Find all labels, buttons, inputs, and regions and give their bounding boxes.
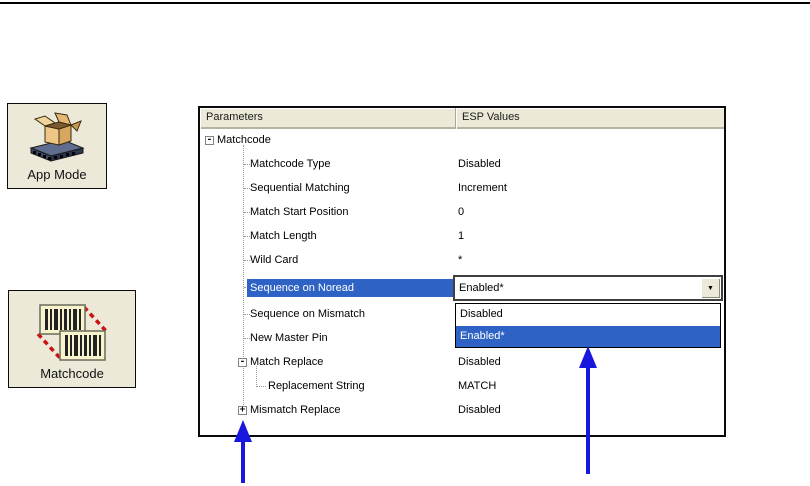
tree-row-label: Replacement String — [268, 380, 365, 392]
tree-row-label: Sequence on Mismatch — [250, 308, 365, 320]
app-mode-button[interactable]: App Mode — [7, 103, 107, 189]
tree-connector — [244, 260, 250, 261]
tree-row-match-start-position[interactable]: Match Start Position 0 — [200, 201, 724, 225]
parameters-panel: Parameters ESP Values - Matchcode Matchc… — [198, 106, 726, 437]
tree-row-replacement-string[interactable]: Replacement String MATCH — [200, 375, 724, 399]
tree-row-new-master-pin[interactable]: New Master Pin — [200, 327, 724, 351]
tree-row-label: Mismatch Replace — [250, 404, 341, 416]
tree-row-value: * — [458, 254, 463, 266]
tree-row-sequence-on-noread[interactable]: Sequence on Noread — [200, 273, 724, 303]
expand-plus-icon[interactable]: + — [238, 405, 247, 415]
sequence-on-noread-combobox[interactable]: Enabled* ▼ — [453, 275, 723, 301]
tree-row-wild-card[interactable]: Wild Card * — [200, 249, 724, 273]
selected-row-label: Sequence on Noread — [247, 279, 456, 297]
tree-connector — [256, 386, 266, 387]
tree-row-matchcode-type[interactable]: Matchcode Type Disabled — [200, 153, 724, 177]
column-header-parameters[interactable]: Parameters — [200, 108, 456, 129]
matchcode-button[interactable]: Matchcode — [8, 290, 136, 388]
expand-minus-icon[interactable]: - — [205, 135, 214, 145]
dropdown-option-disabled[interactable]: Disabled — [456, 304, 720, 325]
tree-row-label: Matchcode Type — [250, 158, 331, 170]
matchcode-barcodes-icon — [33, 302, 111, 367]
panel-header-row: Parameters ESP Values — [200, 108, 724, 129]
tree-row-matchcode[interactable]: - Matchcode — [200, 129, 724, 153]
annotation-arrow-dropdown-stem — [586, 368, 590, 474]
tree-row-match-length[interactable]: Match Length 1 — [200, 225, 724, 249]
tree-row-value: Increment — [458, 182, 507, 194]
dropdown-option-enabled[interactable]: Enabled* — [456, 326, 720, 347]
tree-row-value: 1 — [458, 230, 465, 242]
tree-row-value: Disabled — [458, 404, 501, 416]
tree-row-value: Disabled — [458, 158, 501, 170]
tree-row-sequence-on-mismatch[interactable]: Sequence on Mismatch — [200, 303, 724, 327]
annotation-arrow-expand-icon — [234, 420, 252, 442]
tree-row-value: 0 — [458, 206, 465, 218]
app-mode-button-label: App Mode — [27, 167, 87, 182]
tree-connector — [244, 188, 250, 189]
tree-connector — [244, 164, 250, 165]
tree-connector — [244, 212, 250, 213]
tree-row-label: Sequential Matching — [250, 182, 350, 194]
annotation-arrow-expand-stem — [241, 442, 245, 483]
tree-row-value: Disabled — [458, 356, 501, 368]
tree-row-label: Match Start Position — [250, 206, 349, 218]
tree-guide-line — [243, 145, 244, 411]
tree-row-label: Wild Card — [250, 254, 299, 266]
tree-row-label: Match Replace — [250, 356, 324, 368]
tree-connector — [244, 314, 250, 315]
top-rule — [0, 2, 810, 4]
tree-row-sequential-matching[interactable]: Sequential Matching Increment — [200, 177, 724, 201]
combobox-dropdown-button[interactable]: ▼ — [701, 278, 720, 298]
tree-guide-line-sub — [256, 366, 257, 387]
tree-row-match-replace[interactable]: - Match Replace Disabled — [200, 351, 724, 375]
tree-row-value: MATCH — [458, 380, 497, 392]
tree-connector — [244, 236, 250, 237]
tree-row-label: Matchcode — [217, 134, 271, 146]
app-mode-conveyor-box-icon — [28, 111, 86, 168]
tree-row-label: New Master Pin — [250, 332, 328, 344]
expand-minus-icon[interactable]: - — [238, 357, 247, 367]
combobox-value: Enabled* — [459, 282, 504, 294]
dropdown-arrow-icon: ▼ — [707, 284, 714, 292]
dropdown-list: Disabled Enabled* — [455, 303, 721, 348]
annotation-arrow-dropdown-icon — [579, 346, 597, 368]
tree-connector — [244, 338, 250, 339]
matchcode-button-label: Matchcode — [40, 366, 104, 381]
tree-row-mismatch-replace[interactable]: + Mismatch Replace Disabled — [200, 399, 724, 423]
column-header-esp-values[interactable]: ESP Values — [456, 108, 724, 129]
tree-row-label: Match Length — [250, 230, 317, 242]
